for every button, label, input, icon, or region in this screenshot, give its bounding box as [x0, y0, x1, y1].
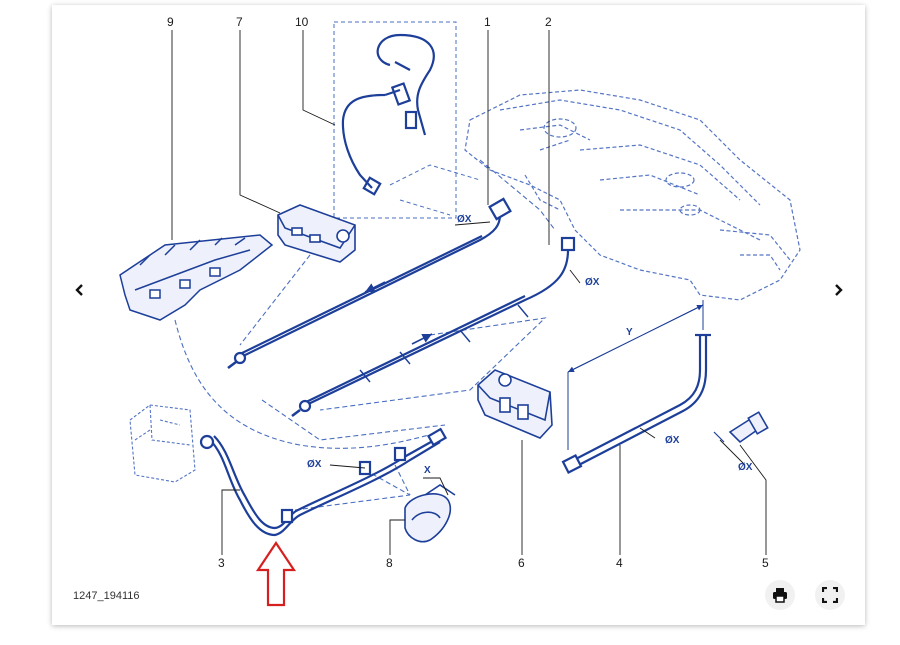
prev-image-button[interactable]: [68, 278, 92, 302]
item-10-hose: [341, 33, 435, 196]
item-7-bracket: [277, 204, 356, 263]
chevron-left-icon: [75, 284, 83, 296]
dim-ox-2: ØX: [585, 277, 600, 288]
label-4: 4: [616, 556, 623, 570]
print-button[interactable]: [765, 580, 795, 610]
item-2-pipe: [291, 236, 576, 418]
dim-y: Y: [626, 327, 633, 338]
label-9: 9: [167, 15, 174, 29]
item-4-pipe: [561, 333, 711, 475]
dim-ox-4: ØX: [665, 435, 680, 446]
highlight-arrow: [255, 541, 297, 607]
print-icon: [773, 588, 787, 603]
canister: [129, 404, 196, 483]
item-8-clip: [404, 484, 456, 543]
item-10-frame: [333, 21, 457, 219]
item-9-bracket: [119, 234, 274, 321]
fullscreen-button[interactable]: [815, 580, 845, 610]
dim-x: X: [424, 465, 431, 476]
label-2: 2: [545, 15, 552, 29]
item-1-pipe: [227, 197, 512, 370]
label-3: 3: [218, 556, 225, 570]
dim-ox-5: ØX: [738, 462, 753, 473]
next-image-button[interactable]: [826, 278, 850, 302]
label-6: 6: [518, 556, 525, 570]
label-10: 10: [295, 15, 309, 29]
label-5: 5: [762, 556, 769, 570]
label-1: 1: [484, 15, 491, 29]
image-reference: 1247_194116: [73, 590, 140, 602]
label-8: 8: [386, 556, 393, 570]
dim-ox-1: ØX: [457, 214, 472, 225]
item-3-hose: [199, 427, 448, 537]
label-7: 7: [236, 15, 243, 29]
item-5-connector: [713, 411, 769, 444]
dim-ox-3: ØX: [307, 459, 322, 470]
fullscreen-icon: [822, 587, 838, 603]
viewer-card: [52, 5, 865, 625]
fuel-tank: [464, 89, 801, 301]
chevron-right-icon: [835, 284, 843, 296]
item-6-bracket: [477, 369, 553, 439]
